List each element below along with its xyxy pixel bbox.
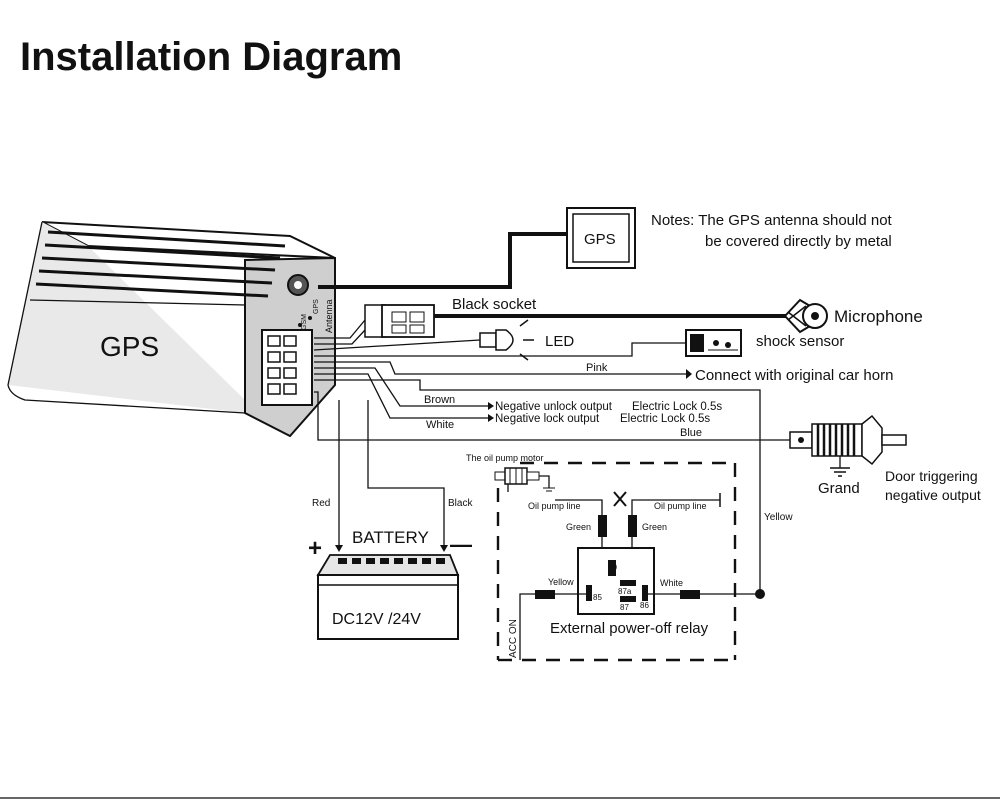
shock-sensor-icon xyxy=(685,329,742,357)
yellow-wire-label: Yellow xyxy=(764,512,793,523)
door-label-1: Door triggering xyxy=(885,468,978,484)
black-wire-label: Black xyxy=(448,498,473,509)
door-switch-icon xyxy=(789,414,907,477)
led-label: LED xyxy=(545,333,574,350)
pink-wire-label: Pink xyxy=(586,362,608,374)
green-left-label: Green xyxy=(566,522,591,532)
battery-voltage: DC12V /24V xyxy=(332,611,421,628)
microphone-icon xyxy=(783,298,828,334)
battery-minus: — xyxy=(450,532,472,557)
microphone-label: Microphone xyxy=(834,307,923,326)
battery-plus: + xyxy=(308,535,322,562)
oil-line-right: Oil pump line xyxy=(654,501,707,511)
device-label: GPS xyxy=(100,331,159,362)
page-title: Installation Diagram xyxy=(20,35,402,79)
white-wire-label: White xyxy=(426,419,454,431)
lock-output-label: Negative lock output xyxy=(495,413,600,425)
oil-pump-motor-icon xyxy=(494,467,555,492)
relay-title: External power-off relay xyxy=(550,620,709,637)
shock-sensor-label: shock sensor xyxy=(756,333,844,350)
blue-wire-label: Blue xyxy=(680,427,702,439)
elock-label-2: Electric Lock 0.5s xyxy=(620,413,710,425)
black-socket-connector xyxy=(364,304,435,338)
battery-label: BATTERY xyxy=(352,528,429,547)
port-label-antenna: Antenna xyxy=(324,299,334,333)
battery: + — BATTERY DC12V /24V xyxy=(308,528,472,640)
black-socket-label: Black socket xyxy=(452,296,537,313)
pin-86: 86 xyxy=(640,601,649,610)
unlock-output-label: Negative unlock output xyxy=(495,401,613,413)
relay-box xyxy=(577,547,655,615)
notes-line-1: Notes: The GPS antenna should not xyxy=(651,212,893,229)
notes-line-2: be covered directly by metal xyxy=(705,233,892,250)
gps-antenna-cable xyxy=(318,232,568,289)
port-label-gsm: GSM xyxy=(301,314,308,330)
door-label-2: negative output xyxy=(885,487,981,503)
led-icon xyxy=(479,319,534,361)
horn-label: Connect with original car horn xyxy=(695,367,893,384)
ground-icon xyxy=(830,467,850,477)
relay-white-label: White xyxy=(660,578,683,588)
relay-yellow-label: Yellow xyxy=(548,577,574,587)
gps-antenna-box: GPS xyxy=(566,207,636,269)
pin-87: 87 xyxy=(620,603,629,612)
pin-87a: 87a xyxy=(618,587,632,596)
brown-wire-label: Brown xyxy=(424,394,455,406)
red-wire-label: Red xyxy=(312,498,330,509)
green-right-label: Green xyxy=(642,522,667,532)
elock-label-1: Electric Lock 0.5s xyxy=(632,401,722,413)
pump-motor-label: The oil pump motor xyxy=(466,453,544,463)
relay-section: The oil pump motor Oil pump line Oil pum… xyxy=(466,453,760,662)
cut-wire-icon xyxy=(613,491,627,507)
acc-on-label: ACC ON xyxy=(508,619,519,658)
port-label-gps: GPS xyxy=(313,299,320,314)
oil-line-left: Oil pump line xyxy=(528,501,581,511)
ground-label: Grand xyxy=(818,480,860,497)
gps-antenna-label: GPS xyxy=(584,231,616,248)
pin-30: 30 xyxy=(608,563,617,572)
pin-85: 85 xyxy=(593,593,602,602)
gps-tracker-unit: GPS Antenna GSM GPS xyxy=(7,221,336,438)
